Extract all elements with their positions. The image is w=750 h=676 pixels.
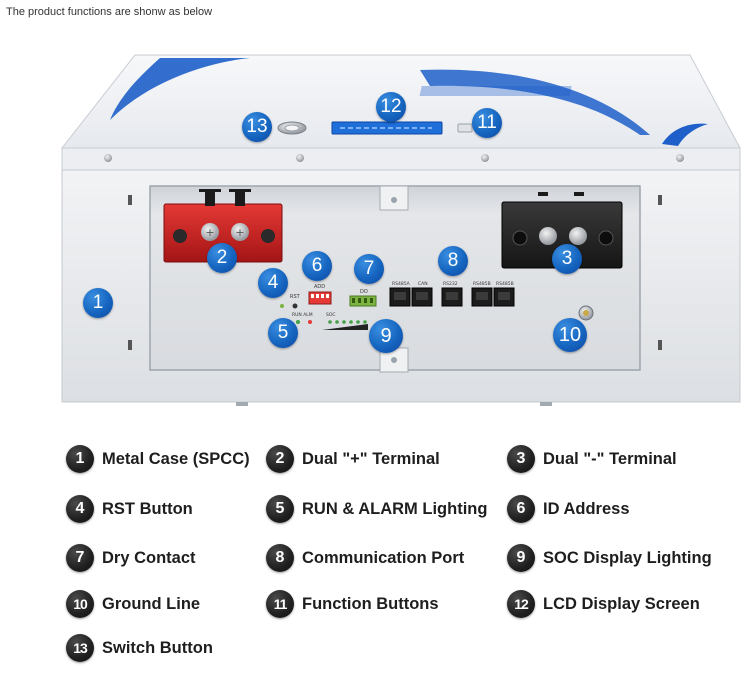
legend-item-12: 12 LCD Display Screen (507, 589, 700, 619)
legend-label-11: Function Buttons (302, 594, 439, 613)
legend-number-1: 1 (66, 445, 94, 473)
svg-text:+: + (205, 226, 214, 239)
legend-item-4: 4 RST Button (66, 494, 193, 524)
rs485b-label-1: RS485B (473, 281, 491, 287)
do-label: DO (360, 289, 368, 295)
run-led (296, 320, 300, 324)
legend-label-5: RUN & ALARM Lighting (302, 499, 488, 518)
top-decoration-left (110, 58, 250, 120)
callout-7: 7 (354, 254, 384, 284)
callout-5: 5 (268, 318, 298, 348)
callout-11: 11 (472, 108, 502, 138)
legend-label-4: RST Button (102, 499, 193, 518)
legend-item-2: 2 Dual "+" Terminal (266, 444, 440, 474)
lcd-screen (331, 121, 443, 135)
rs485b-label-2: RS485B (496, 281, 514, 287)
dip-switch (308, 291, 332, 305)
legend-label-13: Switch Button (102, 638, 213, 657)
rs485a-label: RS485A (392, 281, 411, 287)
legend-item-10: 10 Ground Line (66, 589, 200, 619)
can-label: CAN (418, 281, 428, 287)
function-buttons (457, 123, 473, 133)
callout-6: 6 (302, 251, 332, 281)
legend-number-12: 12 (507, 590, 535, 618)
dry-contact-connector (349, 295, 377, 307)
callout-3: 3 (552, 244, 582, 274)
legend-item-7: 7 Dry Contact (66, 543, 196, 573)
legend-item-8: 8 Communication Port (266, 543, 464, 573)
legend-number-6: 6 (507, 495, 535, 523)
run-alm-label: RUN ALM (292, 312, 313, 318)
legend-label-1: Metal Case (SPCC) (102, 449, 250, 468)
alarm-led (308, 320, 312, 324)
callout-2: 2 (207, 243, 237, 273)
soc-label: SOC (326, 312, 336, 318)
legend-item-5: 5 RUN & ALARM Lighting (266, 494, 487, 524)
add-label: ADD (314, 284, 325, 290)
callout-1: 1 (83, 288, 113, 318)
legend-number-11: 11 (266, 590, 294, 618)
top-decoration-right (420, 69, 650, 135)
legend-number-7: 7 (66, 544, 94, 572)
callout-4: 4 (258, 268, 288, 298)
legend-number-4: 4 (66, 495, 94, 523)
legend-label-7: Dry Contact (102, 548, 196, 567)
legend-item-3: 3 Dual "-" Terminal (507, 444, 677, 474)
legend-number-10: 10 (66, 590, 94, 618)
rst-label: RST (290, 294, 301, 300)
legend-label-6: ID Address (543, 499, 630, 518)
rst-button (292, 303, 298, 309)
battery-product-image: + + RST RUN ALM ADD DO SOC RS485A CAN RS… (60, 54, 741, 406)
legend-label-2: Dual "+" Terminal (302, 449, 440, 468)
legend-number-8: 8 (266, 544, 294, 572)
legend-item-13: 13 Switch Button (66, 633, 213, 663)
callout-8: 8 (438, 246, 468, 276)
callout-9: 9 (369, 319, 403, 353)
legend-label-8: Communication Port (302, 548, 465, 567)
callout-10: 10 (553, 318, 587, 352)
caption: The product functions are shonw as below (6, 6, 213, 18)
legend-label-12: LCD Display Screen (543, 594, 700, 613)
front-lip (61, 147, 741, 171)
legend-number-2: 2 (266, 445, 294, 473)
legend-label-3: Dual "-" Terminal (543, 449, 677, 468)
legend-item-6: 6 ID Address (507, 494, 630, 524)
legend-label-10: Ground Line (102, 594, 201, 613)
callout-12: 12 (376, 92, 406, 122)
legend-item-11: 11 Function Buttons (266, 589, 439, 619)
legend-item-9: 9 SOC Display Lighting (507, 543, 712, 573)
legend-number-9: 9 (507, 544, 535, 572)
legend-number-3: 3 (507, 445, 535, 473)
top-decoration-corner (662, 123, 708, 146)
rs232-label: RS232 (443, 281, 458, 287)
legend-label-9: SOC Display Lighting (543, 548, 712, 567)
legend-number-5: 5 (266, 495, 294, 523)
svg-text:+: + (235, 226, 244, 239)
legend-item-1: 1 Metal Case (SPCC) (66, 444, 250, 474)
callout-13: 13 (242, 112, 272, 142)
legend-number-13: 13 (66, 634, 94, 662)
